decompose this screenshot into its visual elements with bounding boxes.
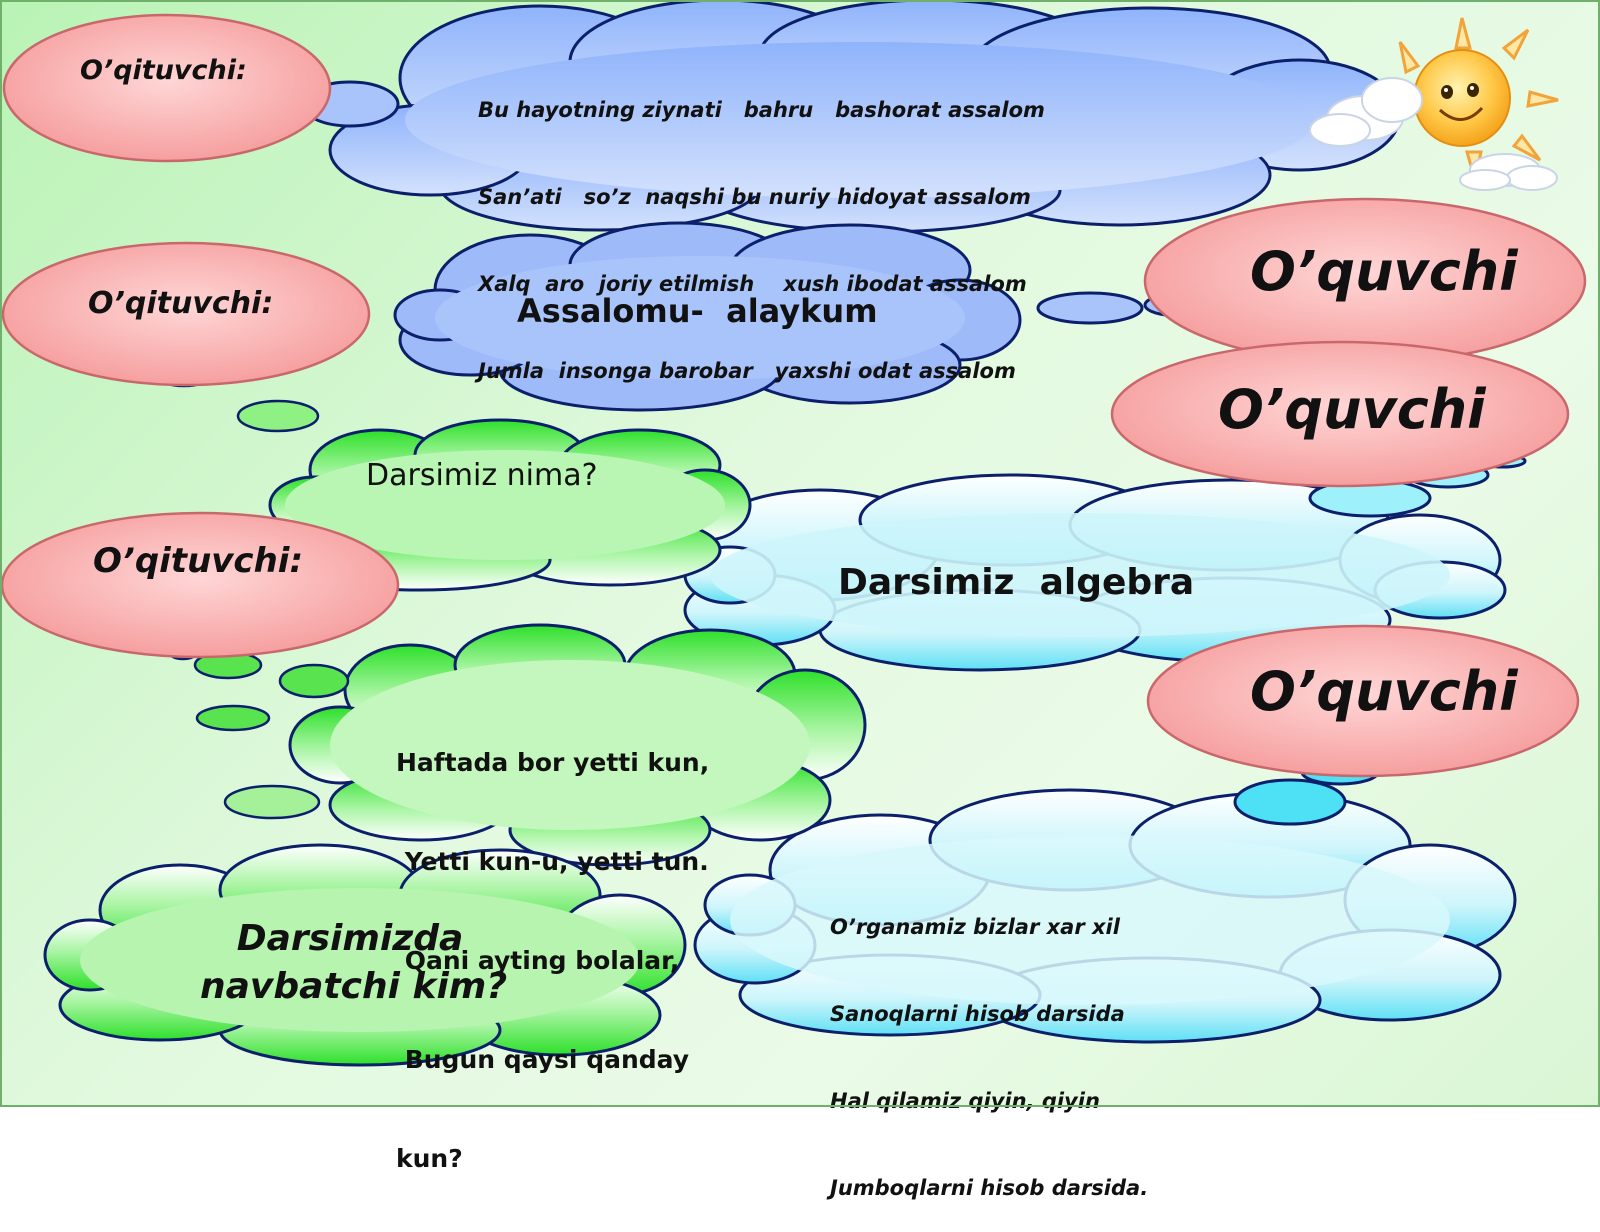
poem-line: Jumboqlarni hisob darsida. — [830, 1176, 1149, 1200]
riddle-line: Yetti kun-u, yetti tun. — [396, 847, 709, 876]
riddle-line: Bugun qaysi qanday — [396, 1045, 690, 1074]
student-answer: Darsimiz algebra — [838, 562, 1195, 603]
teacher-riddle: Haftada bor yetti kun, Yetti kun-u, yett… — [396, 680, 709, 1208]
riddle-line: kun? — [396, 1144, 463, 1173]
riddle-line: Haftada bor yetti kun, — [396, 748, 710, 777]
teacher-label-1: O’qituvchi: — [80, 55, 247, 86]
poem-line: Hal qilamiz qiyin, qiyin — [830, 1089, 1100, 1113]
teacher-bubble-3 — [0, 511, 400, 659]
teacher-label-2: O’qituvchi: — [88, 286, 274, 321]
poem-line: Xalq aro joriy etilmish xush ibodat assa… — [478, 272, 1027, 296]
poem-line: Sanoqlarni hisob darsida — [830, 1002, 1125, 1026]
teacher-question: Darsimiz nima? — [366, 458, 598, 493]
slide-canvas: O’qituvchi: O’qituvchi: O’qituvchi: O’qu… — [0, 0, 1600, 1200]
poem-line: Bu hayotning ziynati bahru bashorat assa… — [478, 98, 1045, 122]
bubble-artwork — [0, 0, 1587, 1067]
poem-line: Jumla insonga barobar yaxshi odat assalo… — [478, 359, 1016, 383]
riddle-line: Qani ayting bolalar, — [396, 946, 680, 975]
teacher-bubble-1 — [2, 13, 332, 163]
student-poem: O’rganamiz bizlar xar xil Sanoqlarni his… — [830, 855, 1148, 1232]
student-label-2: O’quvchi — [1218, 378, 1486, 441]
student-label-3: O’quvchi — [1250, 660, 1518, 723]
student-bubble-2 — [1110, 340, 1570, 488]
smiling-sun-icon — [1309, 17, 1559, 191]
teacher-label-3: O’qituvchi: — [93, 541, 304, 581]
teacher-bubble-2 — [1, 241, 371, 387]
student-label-1: O’quvchi — [1250, 240, 1518, 303]
poem-line: O’rganamiz bizlar xar xil — [830, 915, 1120, 939]
duty-question: Darsimizda navbatchi kim? — [200, 918, 508, 1007]
greeting-poem: Bu hayotning ziynati bahru bashorat assa… — [478, 38, 1045, 415]
student-bubble-3 — [1146, 624, 1580, 778]
student-reply: Assalomu- alaykum — [517, 292, 878, 330]
poem-line: San’ati so’z naqshi bu nuriy hidoyat ass… — [478, 185, 1031, 209]
